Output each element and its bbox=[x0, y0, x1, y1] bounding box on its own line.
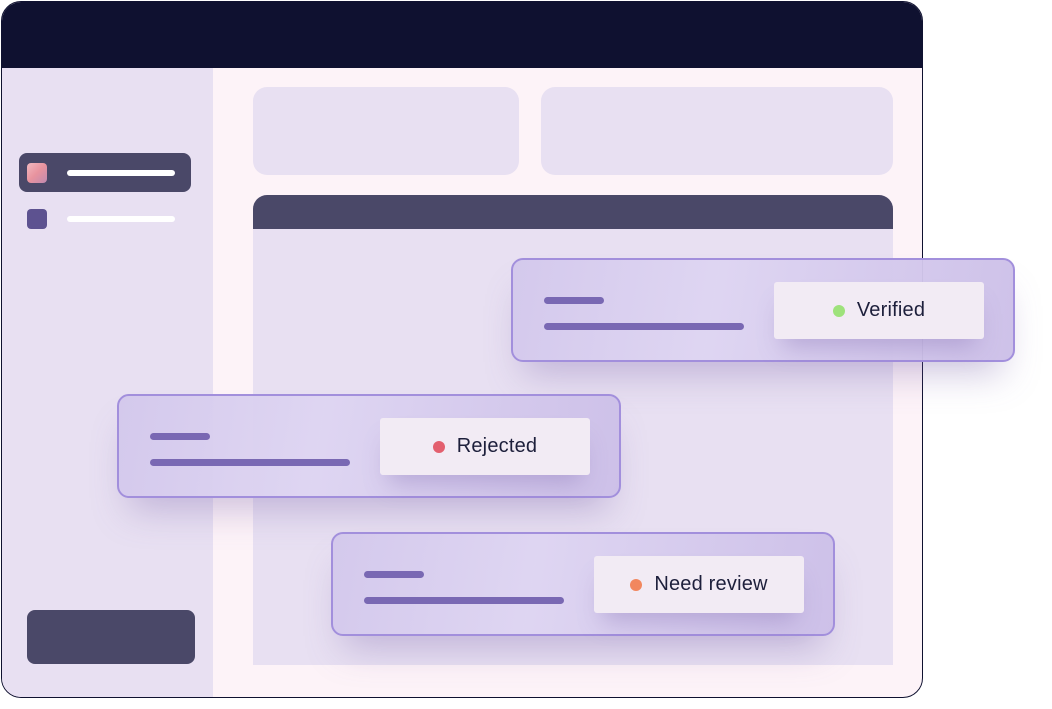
title-bar bbox=[2, 2, 922, 68]
summary-card bbox=[253, 87, 519, 175]
sidebar-item-secondary[interactable] bbox=[19, 207, 191, 231]
app-icon bbox=[27, 163, 47, 183]
text-placeholder-bar bbox=[544, 297, 604, 304]
square-icon bbox=[27, 209, 47, 229]
status-label: Verified bbox=[856, 299, 926, 321]
sidebar-item-active[interactable] bbox=[19, 153, 191, 192]
status-dot-icon bbox=[630, 578, 643, 591]
status-row-card[interactable]: Need review bbox=[331, 532, 835, 636]
status-badge: Verified bbox=[774, 282, 984, 339]
status-label: Rejected bbox=[456, 435, 538, 457]
text-placeholder-bar bbox=[150, 459, 350, 466]
text-placeholder-bar bbox=[544, 323, 744, 330]
status-badge: Need review bbox=[594, 556, 804, 613]
sidebar bbox=[2, 68, 213, 697]
sidebar-item-label-placeholder bbox=[67, 216, 175, 222]
status-badge: Rejected bbox=[380, 418, 590, 475]
text-placeholder-bar bbox=[150, 433, 210, 440]
status-dot-icon bbox=[832, 304, 845, 317]
summary-card bbox=[541, 87, 893, 175]
sidebar-item-label-placeholder bbox=[67, 170, 175, 176]
text-placeholder-bar bbox=[364, 571, 424, 578]
table-header bbox=[253, 195, 893, 229]
sidebar-action-button[interactable] bbox=[27, 610, 195, 664]
status-row-card[interactable]: Verified bbox=[511, 258, 1015, 362]
status-dot-icon bbox=[432, 440, 445, 453]
text-placeholder-bar bbox=[364, 597, 564, 604]
status-label: Need review bbox=[654, 573, 768, 595]
status-row-card[interactable]: Rejected bbox=[117, 394, 621, 498]
